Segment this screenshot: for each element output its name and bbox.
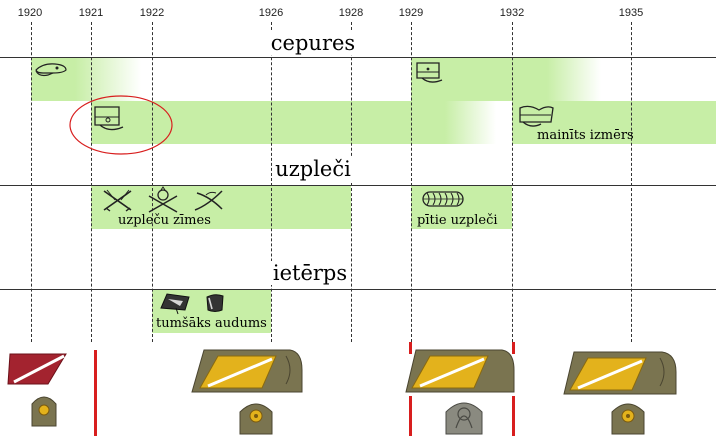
fabric-swatch-icon bbox=[206, 294, 224, 312]
highlight-bar bbox=[512, 342, 515, 354]
kepi-cap-icon bbox=[94, 106, 124, 131]
highlight-bar bbox=[409, 342, 412, 354]
collar-tab-icon bbox=[191, 349, 303, 393]
band-cap-1921 bbox=[91, 101, 411, 144]
section-title-shoulder-straps: uzpleči bbox=[273, 157, 353, 181]
kepi-cap-icon bbox=[519, 105, 554, 127]
highlight-bar bbox=[94, 350, 97, 436]
cannon-crossed-icon bbox=[148, 186, 178, 213]
band-cap-1929-fade bbox=[511, 58, 601, 101]
band-cap-1920 bbox=[31, 58, 141, 101]
section-title-caps: cepures bbox=[268, 31, 358, 55]
kepi-cap-icon bbox=[416, 62, 443, 83]
gridline-1928 bbox=[351, 22, 352, 342]
year-1920: 1920 bbox=[17, 7, 43, 19]
gridline-1920 bbox=[31, 22, 32, 342]
gridline-1922 bbox=[152, 22, 153, 342]
gridline-1929 bbox=[411, 22, 412, 342]
shoulder-badge-icon bbox=[239, 403, 273, 435]
year-1932: 1932 bbox=[499, 7, 525, 19]
peaked-cap-icon bbox=[35, 63, 67, 77]
band-straps-1929 bbox=[411, 186, 512, 229]
band-cap-1929 bbox=[411, 58, 511, 101]
year-1929: 1929 bbox=[398, 7, 424, 19]
gridline-1926 bbox=[271, 22, 272, 342]
collar-tab-icon bbox=[405, 349, 515, 393]
crossed-swords-icon bbox=[103, 189, 132, 212]
year-1922: 1922 bbox=[139, 7, 165, 19]
fabric-swatch-icon bbox=[160, 293, 190, 315]
gridline-1935 bbox=[631, 22, 632, 342]
collar-tab-icon bbox=[7, 353, 67, 385]
label-darker-fabric: tumšāks audums bbox=[156, 316, 267, 331]
braided-strap-icon bbox=[422, 191, 464, 207]
gridline-1921 bbox=[91, 22, 92, 342]
section-title-uniform: ietērps bbox=[270, 261, 350, 285]
year-1935: 1935 bbox=[618, 7, 644, 19]
shoulder-badge-icon bbox=[611, 403, 645, 435]
section-divider-straps bbox=[0, 185, 716, 186]
label-strap-insignia: uzpleču zīmes bbox=[118, 213, 211, 228]
label-braided-straps: pītie uzpleči bbox=[417, 213, 498, 228]
section-divider-caps bbox=[0, 57, 716, 58]
crossed-sabers-icon bbox=[194, 190, 223, 211]
collar-tab-icon bbox=[563, 351, 677, 395]
gridline-1932 bbox=[512, 22, 513, 342]
section-divider-uniform bbox=[0, 289, 716, 290]
year-1921: 1921 bbox=[78, 7, 104, 19]
shoulder-badge-icon bbox=[445, 402, 483, 435]
highlight-bar bbox=[512, 396, 515, 436]
shoulder-badge-icon bbox=[31, 396, 57, 427]
highlight-bar bbox=[409, 396, 412, 436]
highlight-ellipse bbox=[69, 95, 173, 155]
year-1926: 1926 bbox=[258, 7, 284, 19]
band-cap-1921-fade bbox=[411, 101, 496, 144]
year-1928: 1928 bbox=[338, 7, 364, 19]
label-size-changed: mainīts izmērs bbox=[537, 128, 634, 143]
